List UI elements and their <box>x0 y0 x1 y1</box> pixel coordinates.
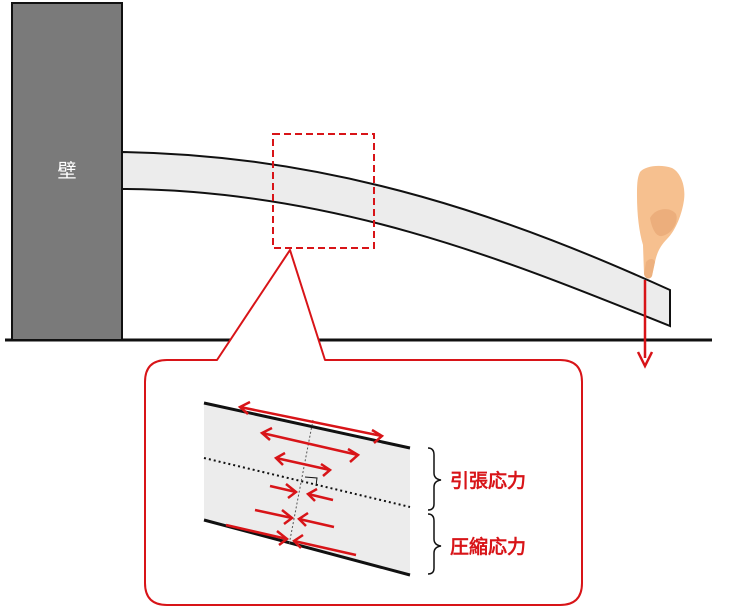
wall <box>11 2 123 341</box>
neutral-axis-line <box>203 457 411 508</box>
section-line <box>288 419 314 546</box>
bottom-surface-line <box>203 518 411 577</box>
stress-arrows <box>225 400 385 557</box>
focus-box <box>272 133 375 249</box>
tension-label: 引張応力 <box>450 469 526 492</box>
compression-arrow <box>269 483 334 502</box>
pointing-hand-icon <box>637 165 685 279</box>
right-angle-mark <box>304 476 318 487</box>
compression-arrow <box>225 523 357 557</box>
compression-brace <box>427 513 442 575</box>
wall-label: 壁 <box>57 160 76 182</box>
beam <box>121 150 671 328</box>
tension-brace-full <box>427 447 442 511</box>
down-arrow-icon <box>636 280 654 369</box>
compression-arrow <box>254 508 335 529</box>
tension-arrow <box>237 400 385 444</box>
tension-arrow <box>259 426 361 463</box>
tension-arrow <box>273 451 333 477</box>
compression-label: 圧縮応力 <box>450 535 526 558</box>
